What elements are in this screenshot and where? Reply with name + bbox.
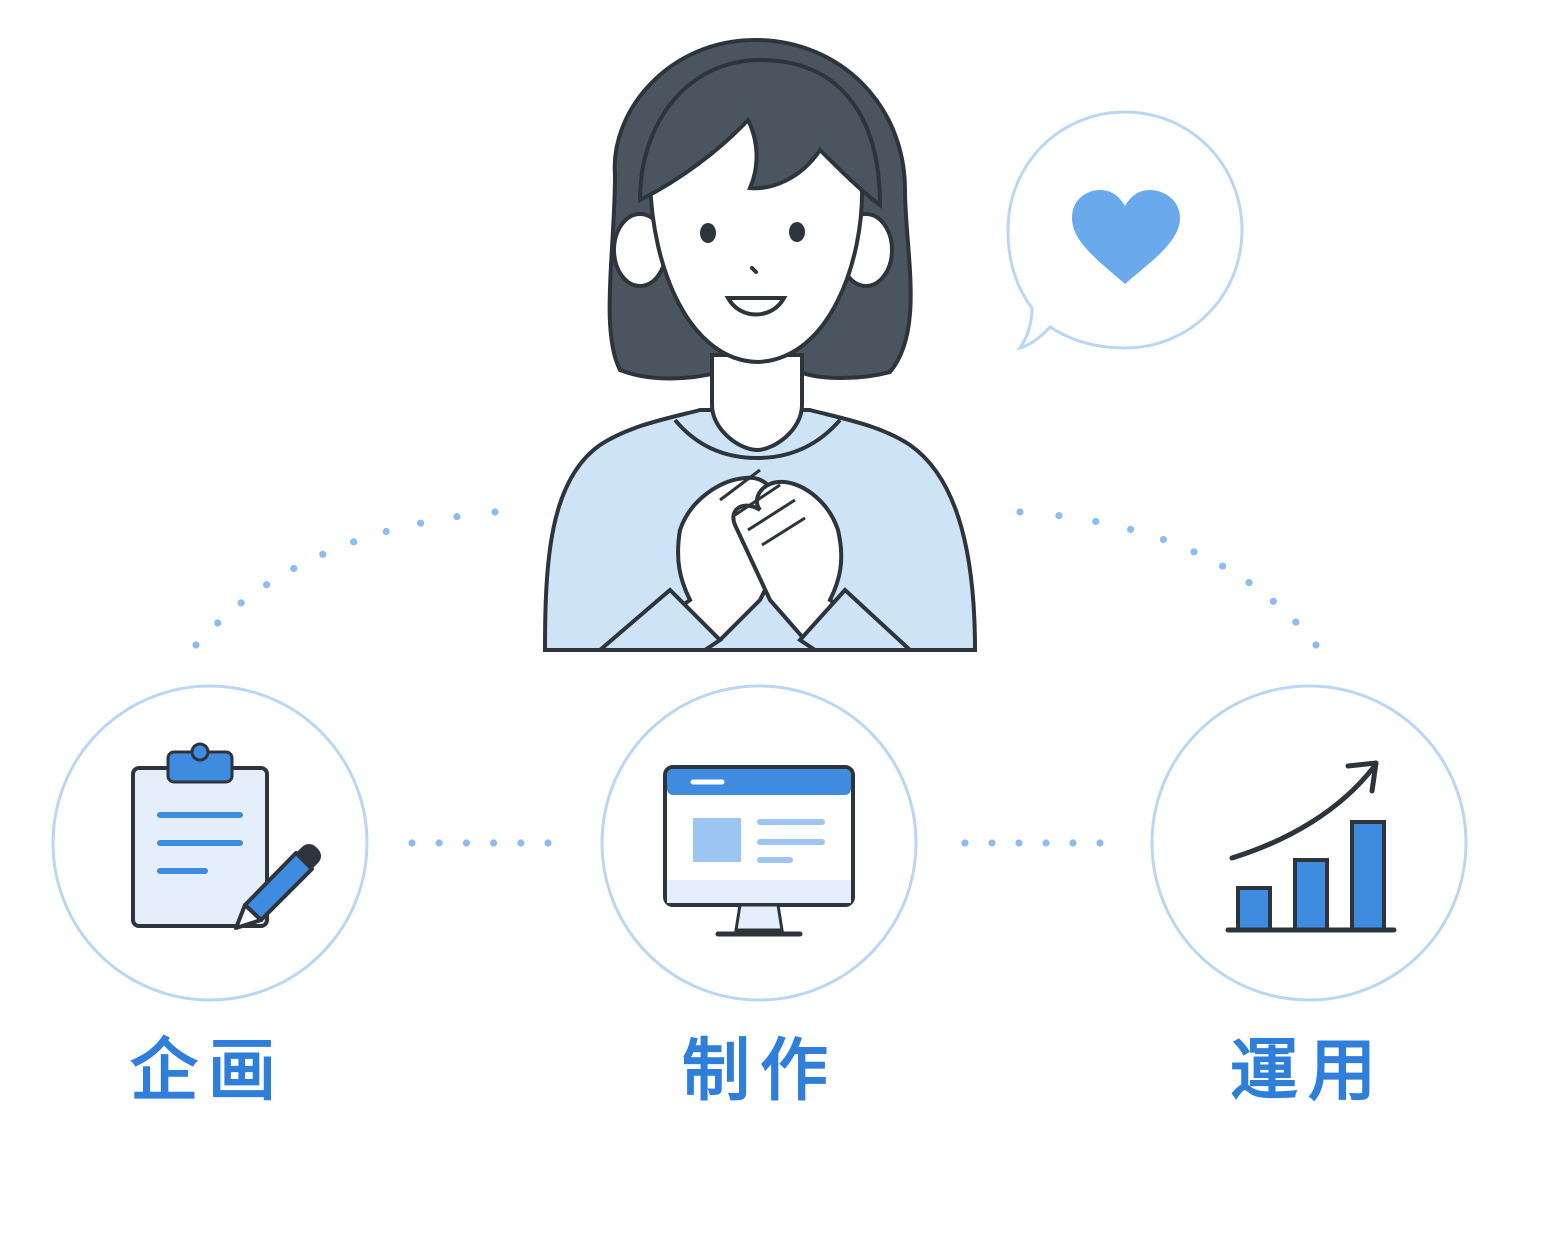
arc-dot <box>453 513 461 521</box>
connector-dot <box>490 839 498 847</box>
nose <box>750 266 758 274</box>
arc-dot <box>417 519 425 527</box>
clipboard-pencil-icon <box>131 742 321 930</box>
arc-dot <box>192 641 200 649</box>
connector-dot <box>517 839 525 847</box>
step-label-planning: 企画 <box>129 1032 286 1111</box>
arc-dot <box>1245 579 1253 587</box>
connector-dot <box>408 839 416 847</box>
arc-dot <box>1016 508 1024 516</box>
arc-dot <box>1055 512 1063 520</box>
collar <box>673 418 842 461</box>
connector-dot <box>1015 839 1023 847</box>
arc-dot <box>1127 525 1135 534</box>
heart-speech-bubble-icon <box>1006 110 1244 351</box>
arc-dot <box>1312 641 1320 649</box>
arc-dot <box>263 581 271 589</box>
connector-dot <box>1042 839 1050 847</box>
growth-bar-chart-icon <box>1225 760 1397 933</box>
arc-dot <box>237 599 245 607</box>
neck <box>710 353 804 453</box>
arc-dot <box>1092 517 1100 526</box>
arc-dot <box>350 538 358 546</box>
mouth <box>724 296 788 317</box>
connector-dot <box>1069 839 1077 847</box>
step-circle-3 <box>1150 684 1468 1002</box>
connector-dot <box>462 839 470 847</box>
arc-dot <box>1190 548 1198 556</box>
arc-dot <box>1219 562 1227 570</box>
hair-bangs <box>637 57 883 210</box>
arc-dot <box>1292 618 1300 626</box>
pencil-icon <box>234 844 321 930</box>
arc-dot <box>382 527 390 536</box>
step-label-production: 制作 <box>681 1032 838 1111</box>
arc-dot <box>290 564 298 573</box>
arc-dot <box>1269 597 1277 605</box>
connector-lines <box>408 839 1104 847</box>
step-label-operation: 運用 <box>1229 1032 1386 1111</box>
right-hand <box>731 479 907 652</box>
connector-dot <box>544 839 552 847</box>
finger-lines <box>719 468 806 547</box>
left-sleeve <box>594 587 724 652</box>
arc-dot <box>319 550 327 558</box>
arc-dot <box>214 619 222 627</box>
right-eye <box>789 222 805 242</box>
connector-dot <box>435 839 443 847</box>
heart-icon <box>1072 190 1180 284</box>
connector-dot <box>961 839 969 847</box>
woman-hands-on-heart-icon <box>542 37 978 652</box>
arc-dot <box>491 508 499 516</box>
right-sleeve <box>796 587 916 652</box>
arc-dot <box>1159 535 1167 544</box>
left-eye <box>700 223 716 243</box>
connector-dot <box>1096 839 1104 847</box>
connector-dot <box>988 839 996 847</box>
monitor-webpage-icon <box>663 765 855 937</box>
connector-arcs <box>192 508 1320 649</box>
